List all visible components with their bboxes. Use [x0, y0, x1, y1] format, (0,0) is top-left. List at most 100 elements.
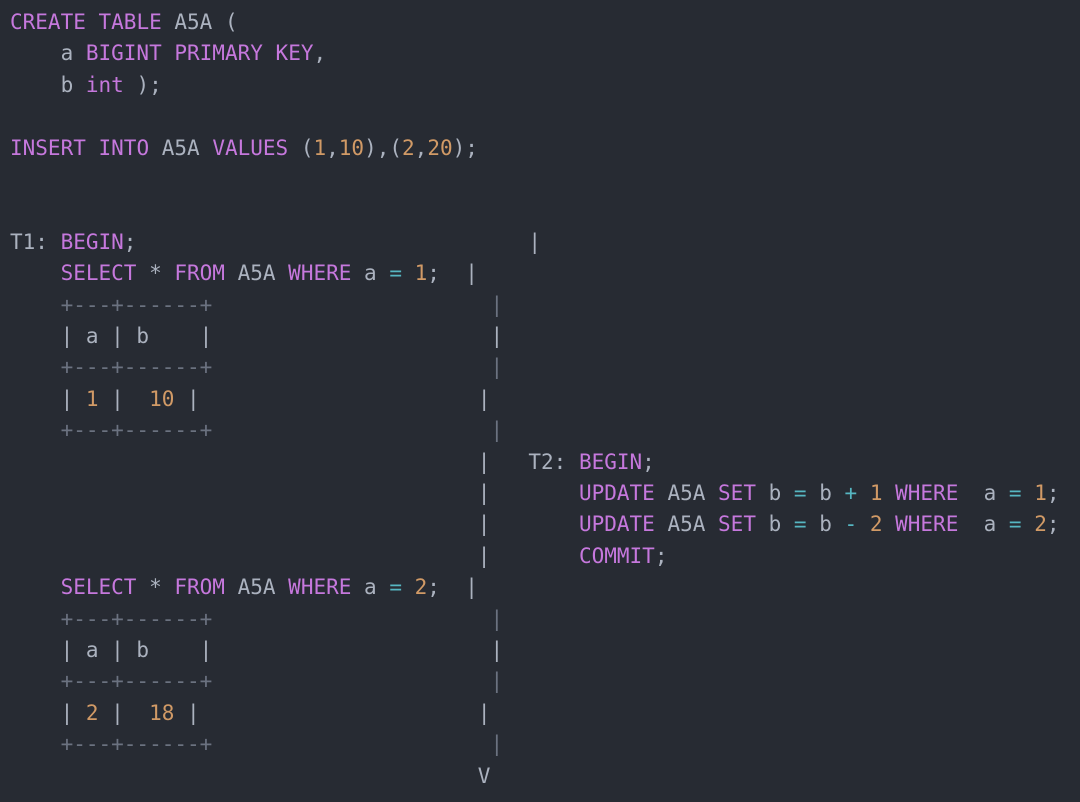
code-line: | 1 | 10 | | — [10, 383, 491, 415]
code-line: T1: BEGIN; | — [10, 226, 541, 258]
code-token: | — [136, 229, 542, 254]
code-token: WHERE — [288, 261, 352, 286]
code-token: +---+------+ — [10, 355, 213, 380]
code-token: A5A — [654, 512, 719, 537]
code-token — [86, 10, 99, 34]
code-token: A5A — [224, 261, 289, 286]
code-token: = — [793, 512, 807, 537]
code-token: 1 — [869, 481, 883, 505]
code-token: SELECT — [60, 261, 137, 286]
code-token: * — [136, 261, 175, 286]
code-token: | — [212, 324, 504, 348]
code-token: | — [212, 606, 504, 631]
code-token: | a | b | — [10, 324, 213, 348]
code-token: ; — [654, 543, 668, 568]
code-line: CREATE TABLE A5A ( — [10, 6, 238, 38]
code-token: a — [351, 261, 390, 286]
code-token: | — [199, 700, 491, 725]
code-line: | UPDATE A5A SET b = b - 2 WHERE a = 2; — [10, 508, 1060, 540]
code-token — [857, 512, 870, 536]
code-token: int — [85, 72, 124, 97]
code-token: , — [313, 41, 327, 66]
code-token: ; — [123, 229, 137, 254]
code-token: ; | — [427, 575, 478, 600]
code-token — [882, 512, 895, 536]
code-line: a BIGINT PRIMARY KEY, — [10, 37, 327, 69]
code-token: A5A — [149, 135, 213, 160]
code-token — [86, 136, 99, 160]
code-token: 2 — [414, 575, 428, 600]
code-token: PRIMARY — [174, 41, 263, 66]
code-token: * — [136, 575, 175, 600]
code-token: a — [10, 41, 86, 66]
code-token: a — [958, 512, 1009, 537]
code-line: +---+------+ | — [10, 414, 504, 446]
code-line: +---+------+ | — [10, 728, 504, 760]
code-token: KEY — [275, 41, 314, 66]
code-line: +---+------+ | — [10, 351, 504, 383]
code-token: SELECT — [60, 575, 137, 600]
code-token: 1 — [313, 135, 327, 160]
code-token: 2 — [85, 700, 99, 725]
code-token: FROM — [174, 575, 225, 600]
code-token: = — [793, 481, 807, 505]
code-token: | a | b | — [10, 638, 213, 662]
code-token: | — [10, 700, 86, 725]
code-token: ; | — [427, 261, 478, 286]
code-token: b — [755, 481, 794, 505]
code-token: FROM — [174, 261, 225, 286]
code-token: 2 — [1034, 512, 1047, 537]
code-token: SET — [718, 512, 756, 537]
code-token: +---+------+ — [10, 292, 213, 317]
code-token: = — [1008, 512, 1022, 537]
code-token: a — [958, 481, 1009, 505]
code-token: ; — [642, 449, 655, 474]
code-token: WHERE — [288, 575, 352, 600]
code-token — [1022, 481, 1035, 505]
code-token — [402, 575, 415, 599]
code-token: 10 — [338, 135, 365, 160]
code-token: , — [326, 135, 339, 160]
code-token: | — [199, 386, 491, 411]
code-token: A5A — [224, 575, 289, 600]
code-token: , — [414, 135, 428, 160]
code-line: SELECT * FROM A5A WHERE a = 1; | — [10, 257, 478, 289]
code-token: | T2: — [10, 449, 579, 474]
code-token: SET — [718, 481, 756, 505]
code-token: WHERE — [895, 481, 959, 505]
code-token: WHERE — [895, 512, 959, 537]
code-line: +---+------+ | — [10, 289, 504, 321]
code-token: 2 — [402, 135, 415, 160]
code-token: INTO — [98, 135, 150, 160]
code-token: ; — [1046, 481, 1060, 505]
code-token: +---+------+ — [10, 669, 213, 694]
code-line: | 2 | 18 | | — [10, 697, 491, 729]
code-line: | a | b | | — [10, 320, 504, 352]
code-token: a — [351, 575, 390, 600]
code-token: + — [844, 481, 858, 505]
code-token: 18 — [149, 700, 175, 725]
code-token: = — [389, 261, 402, 286]
code-token: | — [10, 481, 579, 505]
code-token — [857, 481, 870, 505]
code-token: UPDATE — [578, 481, 655, 505]
code-token: T1: — [10, 229, 61, 254]
code-token: - — [844, 512, 858, 537]
code-token: | — [212, 418, 504, 443]
code-token: | — [98, 700, 150, 725]
code-token: | — [98, 386, 150, 411]
code-token: +---+------+ — [10, 418, 213, 443]
code-token — [882, 481, 895, 505]
code-line: | COMMIT; — [10, 540, 668, 572]
code-token: A5A ( — [161, 10, 238, 34]
code-token: 2 — [869, 512, 883, 537]
code-line: SELECT * FROM A5A WHERE a = 2; | — [10, 571, 478, 603]
code-token — [10, 575, 61, 599]
code-token: b — [806, 512, 845, 537]
code-token: | — [212, 669, 504, 694]
code-token: UPDATE — [578, 512, 655, 537]
code-line: | UPDATE A5A SET b = b + 1 WHERE a = 1; — [10, 477, 1060, 509]
code-token: b — [806, 481, 845, 505]
code-token: BEGIN — [578, 449, 643, 474]
